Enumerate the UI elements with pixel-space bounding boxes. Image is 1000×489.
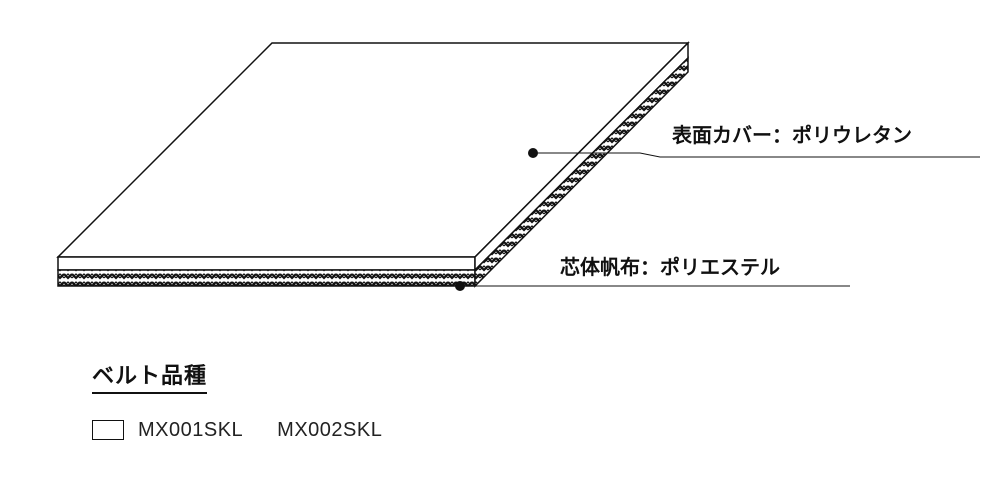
product-code: MX001SKL [138, 418, 244, 441]
belt-type-heading: ベルト品種 [92, 364, 208, 394]
core-canvas-label: 芯体帆布：ポリエステル [560, 255, 780, 279]
product-legend: MX001SKL MX002SKL [92, 418, 416, 442]
cover-layer-front [57, 256, 476, 271]
core-layer-front [57, 269, 476, 287]
product-code: MX002SKL [277, 418, 383, 441]
belt-swatch [92, 420, 124, 440]
core-layer-side [474, 56, 689, 288]
surface-cover-label: 表面カバー：ポリウレタン [672, 123, 912, 147]
surface-cover-leader-line [533, 152, 980, 158]
